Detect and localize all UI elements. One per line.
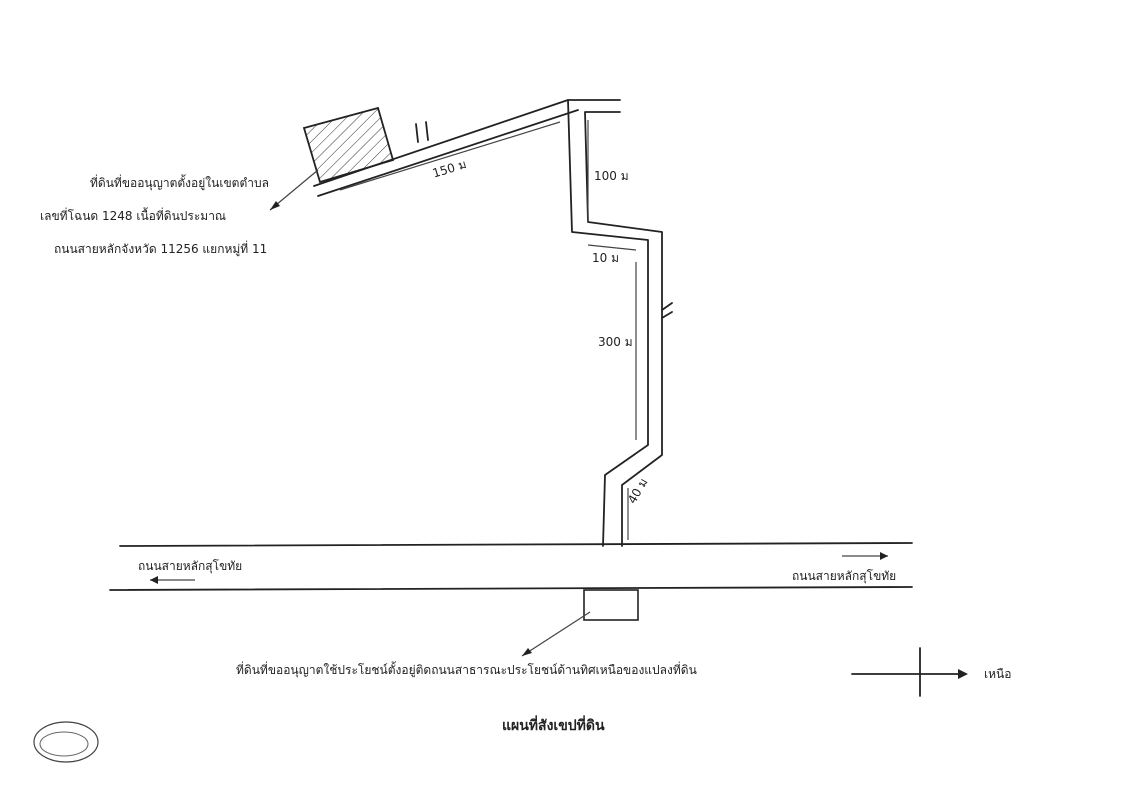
parcel-below-road <box>583 589 639 621</box>
map-title: แผนที่สังเขปที่ดิน <box>502 715 605 734</box>
main-road <box>109 542 913 591</box>
north-compass <box>851 647 968 697</box>
note-line-3: ถนนสายหลักจังหวัด 11256 แยกหมู่ที่ 11 <box>54 240 267 257</box>
parcel-hatched <box>302 106 395 184</box>
north-label: เหนือ <box>984 667 1011 681</box>
note-line-1: ที่ดินที่ขออนุญาตตั้งอยู่ในเขตตำบล <box>90 174 269 191</box>
bottom-note: ที่ดินที่ขออนุญาตใช้ประโยชน์ตั้งอยู่ติดถ… <box>236 661 697 678</box>
road-label-right: ถนนสายหลักสุโขทัย <box>792 569 896 584</box>
dimension-lines <box>339 120 637 540</box>
leader-arrow-top <box>269 169 319 211</box>
road-arrow-left <box>150 576 195 584</box>
note-line-2: เลขที่โฉนด 1248 เนื้อที่ดินประมาณ <box>40 207 226 223</box>
dist-jog: 10 ม <box>592 251 619 265</box>
road-label-left: ถนนสายหลักสุโขทัย <box>138 559 242 574</box>
dist-upper-vertical: 100 ม <box>594 169 629 183</box>
dist-lower-vertical: 300 ม <box>598 335 633 349</box>
leader-arrow-bottom <box>521 611 591 657</box>
road-arrow-right <box>842 552 888 560</box>
stamp-mark <box>33 721 99 763</box>
access-road <box>313 99 673 547</box>
